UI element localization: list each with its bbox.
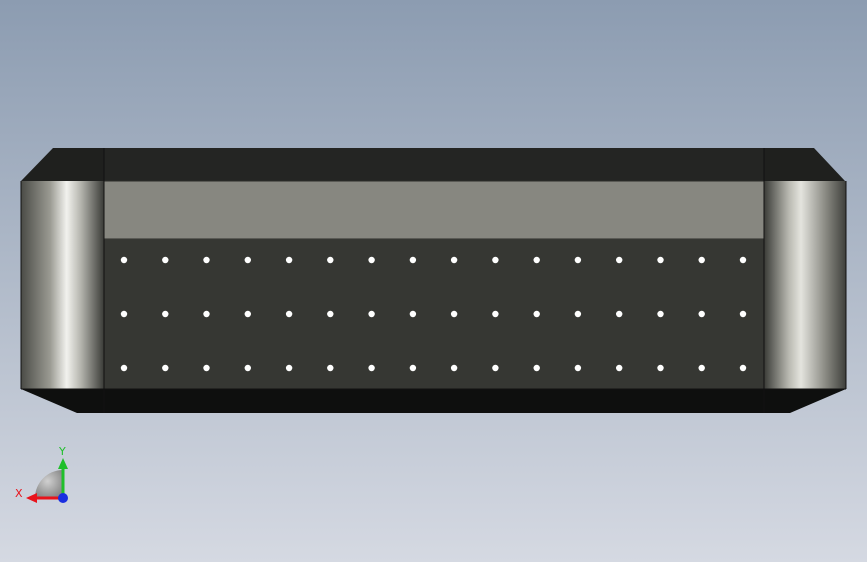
mounting-hole[interactable] — [533, 256, 540, 264]
mounting-hole[interactable] — [244, 256, 251, 264]
mounting-hole[interactable] — [162, 364, 169, 372]
mounting-hole[interactable] — [492, 364, 499, 372]
part-model[interactable] — [20, 148, 847, 413]
bottom-dark-face[interactable] — [104, 389, 764, 413]
mounting-hole[interactable] — [162, 310, 169, 318]
mounting-hole[interactable] — [698, 364, 705, 372]
mounting-hole[interactable] — [244, 310, 251, 318]
mounting-hole[interactable] — [368, 256, 375, 264]
mounting-hole[interactable] — [698, 256, 705, 264]
mounting-hole[interactable] — [739, 256, 747, 264]
mounting-hole[interactable] — [285, 364, 293, 372]
mounting-hole[interactable] — [203, 256, 210, 264]
mounting-hole[interactable] — [327, 310, 334, 318]
mounting-hole[interactable] — [698, 310, 705, 318]
mounting-hole[interactable] — [327, 256, 334, 264]
mounting-hole[interactable] — [409, 256, 417, 264]
hole-pattern-face[interactable] — [104, 239, 764, 389]
right-end-cap[interactable] — [764, 181, 846, 389]
mounting-hole[interactable] — [120, 364, 128, 372]
left-end-cap[interactable] — [21, 181, 104, 389]
triad-x-label: X — [15, 487, 23, 500]
mounting-hole[interactable] — [327, 364, 334, 372]
mounting-hole[interactable] — [409, 310, 417, 318]
mounting-hole[interactable] — [574, 310, 582, 318]
mounting-hole[interactable] — [285, 256, 293, 264]
mounting-hole[interactable] — [203, 364, 210, 372]
mounting-hole[interactable] — [739, 310, 747, 318]
triad-x-arrowhead — [26, 493, 37, 503]
mounting-hole[interactable] — [162, 256, 169, 264]
mounting-hole[interactable] — [368, 364, 375, 372]
mounting-hole[interactable] — [574, 256, 582, 264]
mounting-hole[interactable] — [285, 310, 293, 318]
mounting-hole[interactable] — [409, 364, 417, 372]
mounting-hole[interactable] — [739, 364, 747, 372]
mounting-hole[interactable] — [450, 310, 458, 318]
mounting-hole[interactable] — [616, 256, 623, 264]
mounting-hole[interactable] — [574, 364, 582, 372]
mounting-hole[interactable] — [657, 364, 664, 372]
mounting-hole[interactable] — [120, 310, 128, 318]
mounting-hole[interactable] — [533, 364, 540, 372]
mounting-hole[interactable] — [368, 310, 375, 318]
mounting-hole[interactable] — [533, 310, 540, 318]
mounting-hole[interactable] — [616, 310, 623, 318]
mounting-hole[interactable] — [244, 364, 251, 372]
triad-y-arrowhead — [58, 458, 68, 469]
slot-band-face[interactable] — [104, 181, 764, 239]
mounting-hole[interactable] — [492, 310, 499, 318]
hole-grid[interactable] — [120, 256, 747, 372]
mounting-hole[interactable] — [492, 256, 499, 264]
mounting-hole[interactable] — [616, 364, 623, 372]
axis-triad: Y X — [15, 445, 68, 503]
mounting-hole[interactable] — [450, 256, 458, 264]
triad-z-axis — [58, 493, 68, 503]
mounting-hole[interactable] — [657, 256, 664, 264]
mounting-hole[interactable] — [203, 310, 210, 318]
top-dark-face[interactable] — [104, 148, 764, 181]
mounting-hole[interactable] — [450, 364, 458, 372]
triad-sphere-quadrant — [35, 470, 63, 498]
triad-y-label: Y — [58, 445, 66, 458]
model-edges — [20, 148, 847, 413]
mounting-hole[interactable] — [120, 256, 128, 264]
mounting-hole[interactable] — [657, 310, 664, 318]
